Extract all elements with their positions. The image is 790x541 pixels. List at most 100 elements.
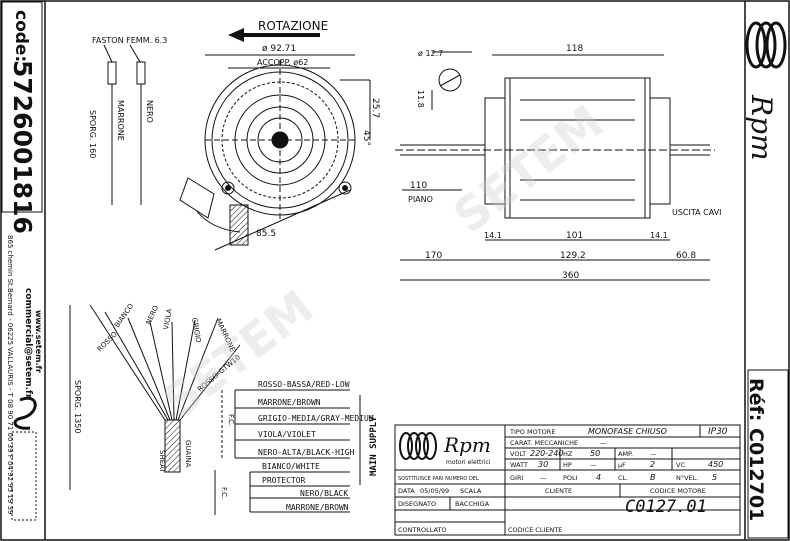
- fc-top-label: F.C.: [227, 414, 235, 426]
- svg-text:SETEM: SETEM: [444, 95, 614, 244]
- fc-bottom-label: F.C.: [220, 487, 228, 499]
- controllato-label: CONTROLLATO: [398, 526, 447, 534]
- data-value: 05/05/99: [420, 487, 449, 495]
- company-address: 865 chemin St.Bernard - 06225 VALLAURIS …: [6, 235, 14, 514]
- title-block: [394, 424, 741, 536]
- company-web: www.setem.fr: [34, 310, 43, 373]
- dim-360: 360: [562, 271, 579, 281]
- hz-value: 50: [590, 449, 600, 458]
- main-supply-label: MAIN SUPPLY: [369, 416, 379, 476]
- setem-logo-icon: [11, 396, 37, 521]
- codice-cliente-label: CODICE CLIENTE: [508, 526, 562, 534]
- dim-1292: 129.2: [560, 251, 586, 261]
- dim-side: 25.7: [370, 98, 380, 118]
- hp-label: HP: [563, 461, 572, 469]
- disegnato-label: DISEGNATO: [398, 500, 436, 508]
- carat-value: —: [600, 439, 607, 447]
- giri-label: GIRI: [510, 474, 523, 482]
- title-brand: Rpm: [443, 433, 491, 457]
- volt-value: 220-240: [530, 449, 563, 458]
- bundle-label-sheat: SHEAT: [158, 450, 166, 473]
- piano-label: PIANO: [408, 195, 433, 204]
- amp-value: —: [650, 450, 657, 458]
- volt-label: VOLT: [510, 450, 526, 458]
- schematic-line-3: GRIGIO-MEDIA/GRAY-MEDIUM: [258, 414, 374, 423]
- poli-label: POLI: [563, 474, 578, 482]
- watt-value: 30: [538, 460, 548, 469]
- code-value: 5726001816: [8, 60, 37, 234]
- cl-label: CL.: [618, 474, 628, 482]
- bundle-label-grigio: GRIGIO: [190, 317, 202, 344]
- code-label: code:: [11, 10, 31, 62]
- schematic-line-6: BIANCO/WHITE: [262, 462, 320, 471]
- hp-value: —: [590, 461, 597, 469]
- dim-accopp: ACCOPP. ø62: [257, 58, 308, 67]
- rotation-arrow-icon: [228, 28, 320, 42]
- dim-bottom: 85.5: [256, 229, 276, 239]
- tipo-motore-label: TIPO MOTORE: [509, 428, 555, 436]
- nvel-label: N°VEL.: [676, 474, 698, 482]
- schematic-line-8: NERO/BLACK: [300, 489, 348, 498]
- disegnato-value: BACCHIGA: [455, 500, 490, 508]
- dim-piano: 110: [410, 181, 427, 191]
- bundle-label-sporg1350: SPORG. 1350: [73, 380, 82, 433]
- dim-608: 60.8: [676, 251, 696, 261]
- bundle-label-viola: VIOLA: [162, 308, 174, 330]
- wire-label-nero: NERO: [145, 100, 154, 123]
- wire-bundle: [69, 304, 241, 490]
- ip-value: IP30: [708, 427, 728, 437]
- uf-value: 2: [650, 460, 655, 469]
- amp-label: AMP.: [618, 450, 633, 458]
- uf-label: µF: [618, 461, 626, 469]
- wiring-schematic: [214, 389, 361, 515]
- dim-14-right: 14.1: [650, 231, 668, 240]
- dim-length-top: 118: [566, 44, 583, 54]
- dim-14-left: 14.1: [484, 231, 502, 240]
- company-email: commercial@setem.fr: [23, 288, 33, 399]
- nvel-value: 5: [712, 473, 717, 482]
- ref-label: Réf: C012701: [745, 378, 767, 521]
- dim-diameter: ø 92.71: [262, 44, 296, 54]
- scala-label: SCALA: [460, 487, 482, 495]
- dim-101: 101: [566, 231, 583, 241]
- vc-value: 450: [708, 460, 723, 469]
- schematic-line-2: MARRONE/BROWN: [258, 398, 321, 407]
- watt-label: WATT: [510, 461, 528, 469]
- bundle-label-bianco: BIANCO: [113, 302, 135, 329]
- poli-value: 4: [596, 473, 601, 482]
- uscita-label: USCITA CAVI: [672, 208, 722, 217]
- schematic-line-7: PROTECTOR: [262, 476, 306, 485]
- data-label: DATA: [398, 487, 415, 495]
- brand-rpm-side: Rpm: [745, 94, 778, 161]
- dim-flat: 11.8: [416, 90, 425, 108]
- hz-label: HZ: [563, 450, 573, 458]
- giri-value: —: [540, 474, 547, 482]
- motor-code: C0127.01: [625, 497, 707, 517]
- schematic-line-4: VIOLA/VIOLET: [258, 430, 316, 439]
- vc-label: VC: [676, 461, 685, 469]
- title-brand-sub: motori elettrici: [446, 459, 491, 466]
- wire-label-marrone: MARRONE: [116, 100, 125, 141]
- codice-motore-label: CODICE MOTORE: [650, 487, 706, 495]
- schematic-line-9: MARRONE/BROWN: [286, 503, 349, 512]
- schematic-line-1: ROSSO-BASSA/RED-LOW: [258, 380, 350, 389]
- cl-value: B: [650, 473, 656, 482]
- dim-170: 170: [425, 251, 442, 261]
- dim-shaft: ø 12.7: [418, 49, 443, 58]
- faston-connector-icon: [107, 61, 146, 205]
- faston-label: FASTON FEMM. 6.3: [92, 36, 167, 45]
- cliente-label: CLIENTE: [545, 487, 572, 495]
- dim-angle: 45°: [361, 130, 371, 146]
- wire-label-sporg160: SPORG. 160: [88, 110, 97, 158]
- motor-side-view: ø 12.7 11.8 118 110 PIANO USCITA CAVI 14…: [395, 44, 722, 281]
- sost-label: SOSTITUISCE PARI NUMERO DEL: [398, 476, 479, 482]
- title-block-logo-icon: [399, 432, 437, 460]
- tipo-motore-value: MONOFASE CHIUSO: [588, 427, 667, 436]
- schematic-line-5: NERO-ALTA/BLACK-HIGH: [258, 448, 355, 457]
- rotation-label: ROTAZIONE: [258, 19, 328, 33]
- carat-label: CARAT. MECCANICHE: [510, 439, 578, 447]
- bundle-label-rosso: ROSSO: [96, 330, 120, 354]
- rpm-coil-logo-icon: [745, 21, 787, 69]
- bundle-label-nero: NERO: [145, 304, 161, 326]
